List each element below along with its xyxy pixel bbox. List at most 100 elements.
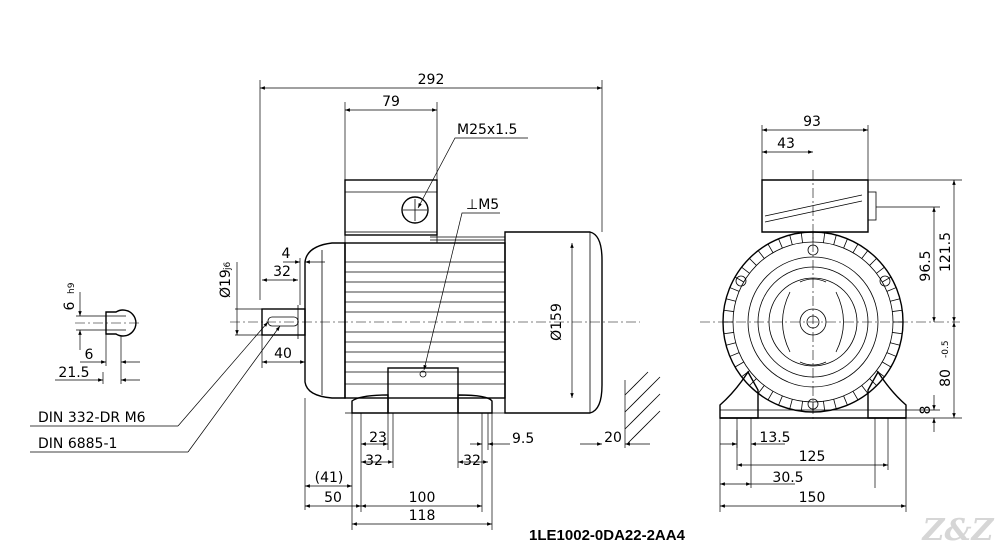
label-din-key: DIN 6885-1 — [38, 436, 117, 452]
shaft-center-icon — [806, 315, 820, 329]
dim-foot-thickness: 8 — [918, 406, 934, 415]
fin-mark — [892, 309, 903, 312]
side-view: 292 79 M25x1.5 ⊥M5 Ø159 Ø19 j6 4 32 40 — [30, 72, 661, 530]
fin-mark — [886, 352, 897, 357]
fan-cowl-slots — [782, 278, 844, 366]
dim-key-width: 6 — [62, 301, 78, 310]
fin-mark — [861, 385, 869, 394]
bolt-hole-icon — [879, 275, 891, 287]
end-cooling-fins — [723, 232, 903, 412]
bolt-hole-icon — [807, 398, 819, 410]
end-foot-right — [867, 370, 907, 419]
dim-width-93: 93 — [803, 114, 821, 130]
dim-terminal-box-width: 79 — [382, 94, 400, 110]
dim-shaft-height: 80 — [938, 369, 954, 387]
dim-100: 100 — [409, 490, 436, 506]
fin-mark — [886, 287, 897, 292]
dim-shaft-height-tol: -0.5 — [941, 340, 951, 358]
fin-mark — [723, 332, 734, 335]
dim-41: (41) — [315, 470, 344, 486]
fin-mark — [833, 234, 837, 245]
dim-key-depth: 6 — [85, 347, 94, 363]
dim-height-121-5: 121.5 — [938, 232, 954, 272]
cooling-fins — [345, 261, 505, 385]
dim-width-43: 43 — [777, 136, 795, 152]
dim-key-length: 40 — [274, 346, 292, 362]
fin-mark — [861, 250, 869, 259]
dim-height-96-5: 96.5 — [918, 250, 934, 281]
wall-hatching — [624, 371, 661, 444]
fin-mark — [823, 401, 826, 412]
dim-shaft-length: 32 — [273, 264, 291, 280]
key-detail: 6 h9 6 21.5 — [55, 282, 140, 384]
dim-118: 118 — [409, 508, 436, 524]
fin-mark — [833, 399, 837, 410]
fin-mark — [767, 391, 774, 401]
fin-mark — [789, 234, 793, 245]
fin-mark — [767, 243, 774, 253]
fin-mark — [729, 287, 740, 292]
bolt-hole-icon — [735, 275, 747, 287]
dim-overall-length: 292 — [418, 72, 445, 88]
fin-mark — [778, 395, 783, 406]
fin-mark — [723, 309, 734, 312]
stator-body — [344, 242, 506, 399]
dim-clearance-20: 20 — [604, 430, 622, 446]
fin-mark — [729, 352, 740, 357]
fin-mark — [890, 298, 901, 302]
fin-mark — [843, 395, 848, 406]
fin-mark — [757, 385, 765, 394]
motor-feet — [345, 367, 505, 414]
dim-foot-9-5: 9.5 — [512, 431, 534, 447]
fin-mark — [890, 342, 901, 346]
end-foot-left — [719, 370, 759, 419]
dim-key-tolerance: h9 — [67, 282, 77, 294]
shaft — [261, 305, 306, 339]
fin-mark — [734, 276, 744, 283]
dim-body-diameter: Ø159 — [549, 303, 565, 341]
fin-mark — [852, 243, 859, 253]
fin-mark — [749, 258, 757, 266]
fin-mark — [852, 391, 859, 401]
fin-mark — [778, 238, 783, 249]
fin-mark — [800, 401, 803, 412]
fin-mark — [843, 238, 848, 249]
dim-shaft-tolerance: j6 — [223, 261, 233, 271]
dim-30-5: 30.5 — [772, 470, 803, 486]
dim-foot-23: 23 — [369, 430, 387, 446]
dim-150: 150 — [799, 490, 826, 506]
label-thread-depth: ⊥M5 — [466, 197, 499, 213]
fin-mark — [892, 332, 903, 335]
terminal-box — [344, 179, 438, 244]
dim-125: 125 — [799, 449, 826, 465]
dim-foot-32-right: 32 — [463, 453, 481, 469]
dim-50: 50 — [324, 490, 342, 506]
fin-mark — [725, 342, 736, 346]
watermark-logo: Z&Z — [922, 513, 995, 548]
fin-mark — [789, 399, 793, 410]
end-cap — [304, 242, 346, 399]
part-number: 1LE1002-0DA22-2AA4 — [529, 527, 686, 544]
end-view: 93 43 121.5 96.5 80 -0.5 8 13.5 — [700, 114, 962, 512]
fin-mark — [734, 361, 744, 368]
fin-mark — [869, 258, 877, 266]
label-cable-thread: M25x1.5 — [457, 122, 517, 138]
fin-mark — [741, 266, 750, 274]
dim-13-5: 13.5 — [759, 430, 790, 446]
fin-mark — [823, 232, 826, 243]
dim-shaft-diameter: Ø19 — [218, 269, 234, 298]
cable-gland-icon — [401, 196, 429, 224]
fan-cowl — [504, 231, 603, 414]
terminal-box-end — [761, 179, 869, 233]
fin-mark — [800, 232, 803, 243]
fin-mark — [882, 361, 892, 368]
bolt-hole-icon — [807, 244, 819, 256]
fin-mark — [882, 276, 892, 283]
dim-key-height: 21.5 — [58, 365, 89, 381]
fin-mark — [757, 250, 765, 259]
fin-mark — [725, 298, 736, 302]
dim-foot-32-left: 32 — [365, 453, 383, 469]
fin-mark — [876, 266, 885, 274]
dim-shoulder: 4 — [282, 246, 291, 262]
